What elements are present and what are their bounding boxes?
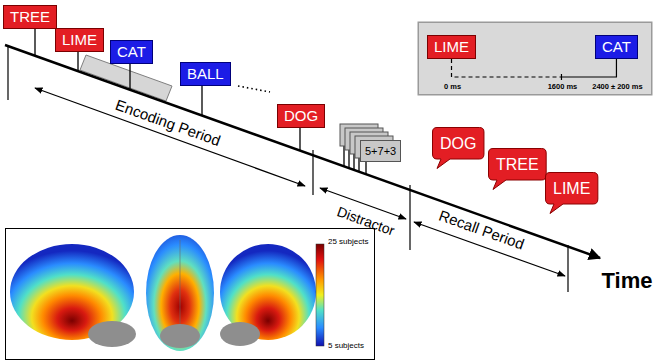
recall-bubble: DOG	[432, 127, 484, 169]
bubble-shape	[546, 173, 598, 214]
dashed-segment	[452, 59, 562, 77]
word-card: CAT	[110, 40, 153, 64]
word-text: DOG	[440, 135, 476, 152]
word-card: LIME	[427, 35, 476, 59]
word-text: LIME	[434, 38, 469, 55]
word-text: TREE	[496, 156, 539, 173]
timing-line	[452, 59, 617, 80]
word-text: LIME	[62, 31, 97, 48]
recall-bubble: TREE	[488, 148, 547, 190]
word-text: CAT	[117, 43, 146, 60]
bubble-shape	[489, 149, 547, 190]
distractor-card: 5+7+3	[360, 140, 401, 162]
period-label: Recall Period	[437, 206, 527, 252]
scale-label: 5 subjects	[328, 341, 364, 350]
tick-label: 1600 ms	[548, 82, 578, 91]
tick-mark	[561, 74, 562, 80]
word-text: CAT	[602, 38, 631, 55]
word-card: TREE	[3, 5, 57, 29]
word-text: TREE	[10, 8, 50, 25]
tick-label: 2400 ± 200 ms	[592, 82, 642, 91]
solid-segment	[561, 59, 616, 77]
word-text: BALL	[187, 65, 224, 82]
tick-label: 0 ms	[444, 82, 461, 91]
word-text: LIME	[553, 180, 590, 197]
scale-label: 25 subjects	[328, 237, 368, 246]
word-card: CAT	[595, 35, 638, 59]
word-text: DOG	[284, 107, 318, 124]
recall-bubble: LIME	[545, 172, 598, 214]
axis-label: Time	[602, 268, 653, 294]
brain-panel: 25 subjects 5 subjects	[5, 228, 375, 360]
word-card: BALL	[180, 62, 231, 86]
timing-inset: 0 ms 1600 ms 2400 ± 200 ms LIME CAT	[418, 22, 652, 95]
word-card: LIME	[55, 28, 104, 52]
bubble-shape	[433, 128, 484, 169]
word-card: DOG	[277, 104, 325, 128]
word-text: 5+7+3	[365, 145, 396, 157]
